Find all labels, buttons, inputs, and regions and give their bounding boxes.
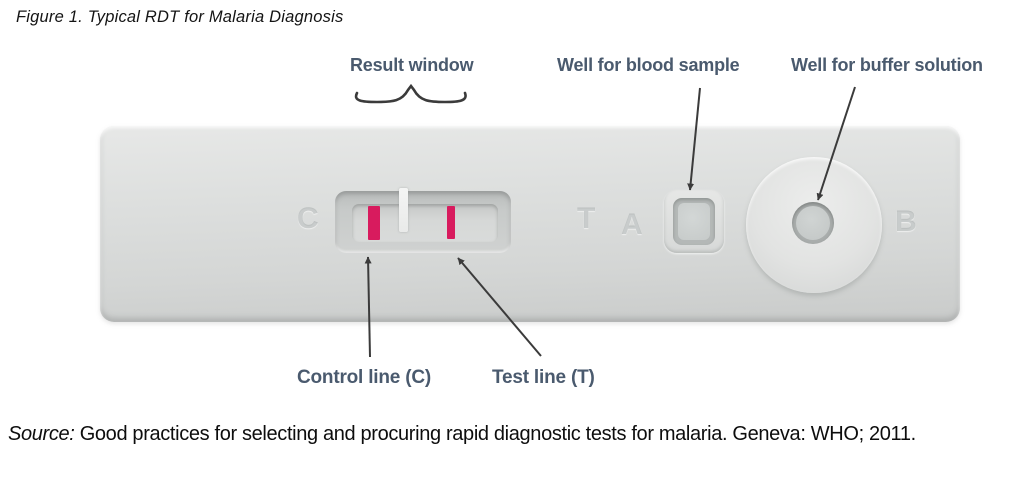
embossed-letter-t: T — [577, 202, 596, 235]
result-window-strip — [352, 204, 498, 242]
test-line-mark — [447, 206, 455, 239]
rdt-cassette: C T A B — [100, 126, 960, 322]
buffer-well-label: Well for buffer solution — [791, 55, 983, 75]
blood-sample-well — [664, 190, 724, 253]
buffer-well-hole — [792, 202, 834, 244]
buffer-well-pad — [796, 206, 830, 240]
control-line-mark — [368, 206, 380, 240]
embossed-letter-a: A — [621, 208, 643, 241]
source-citation: Source: Good practices for selecting and… — [8, 423, 916, 446]
result-window — [335, 188, 511, 253]
blood-well-label: Well for blood sample — [557, 55, 740, 75]
figure-title: Figure 1. Typical RDT for Malaria Diagno… — [16, 8, 344, 26]
source-prefix: Source: — [8, 423, 75, 445]
result-window-label: Result window — [350, 55, 474, 75]
blood-sample-well-rim — [673, 198, 715, 245]
test-line-label: Test line (T) — [492, 367, 595, 388]
embossed-letter-c: C — [297, 202, 319, 235]
source-text: Good practices for selecting and procuri… — [74, 423, 916, 445]
blood-sample-well-pad — [678, 203, 710, 240]
control-line-label: Control line (C) — [297, 367, 432, 388]
embossed-letter-b: B — [895, 205, 917, 238]
result-window-divider — [399, 188, 408, 232]
buffer-well — [746, 157, 882, 293]
result-window-brace — [354, 83, 467, 104]
